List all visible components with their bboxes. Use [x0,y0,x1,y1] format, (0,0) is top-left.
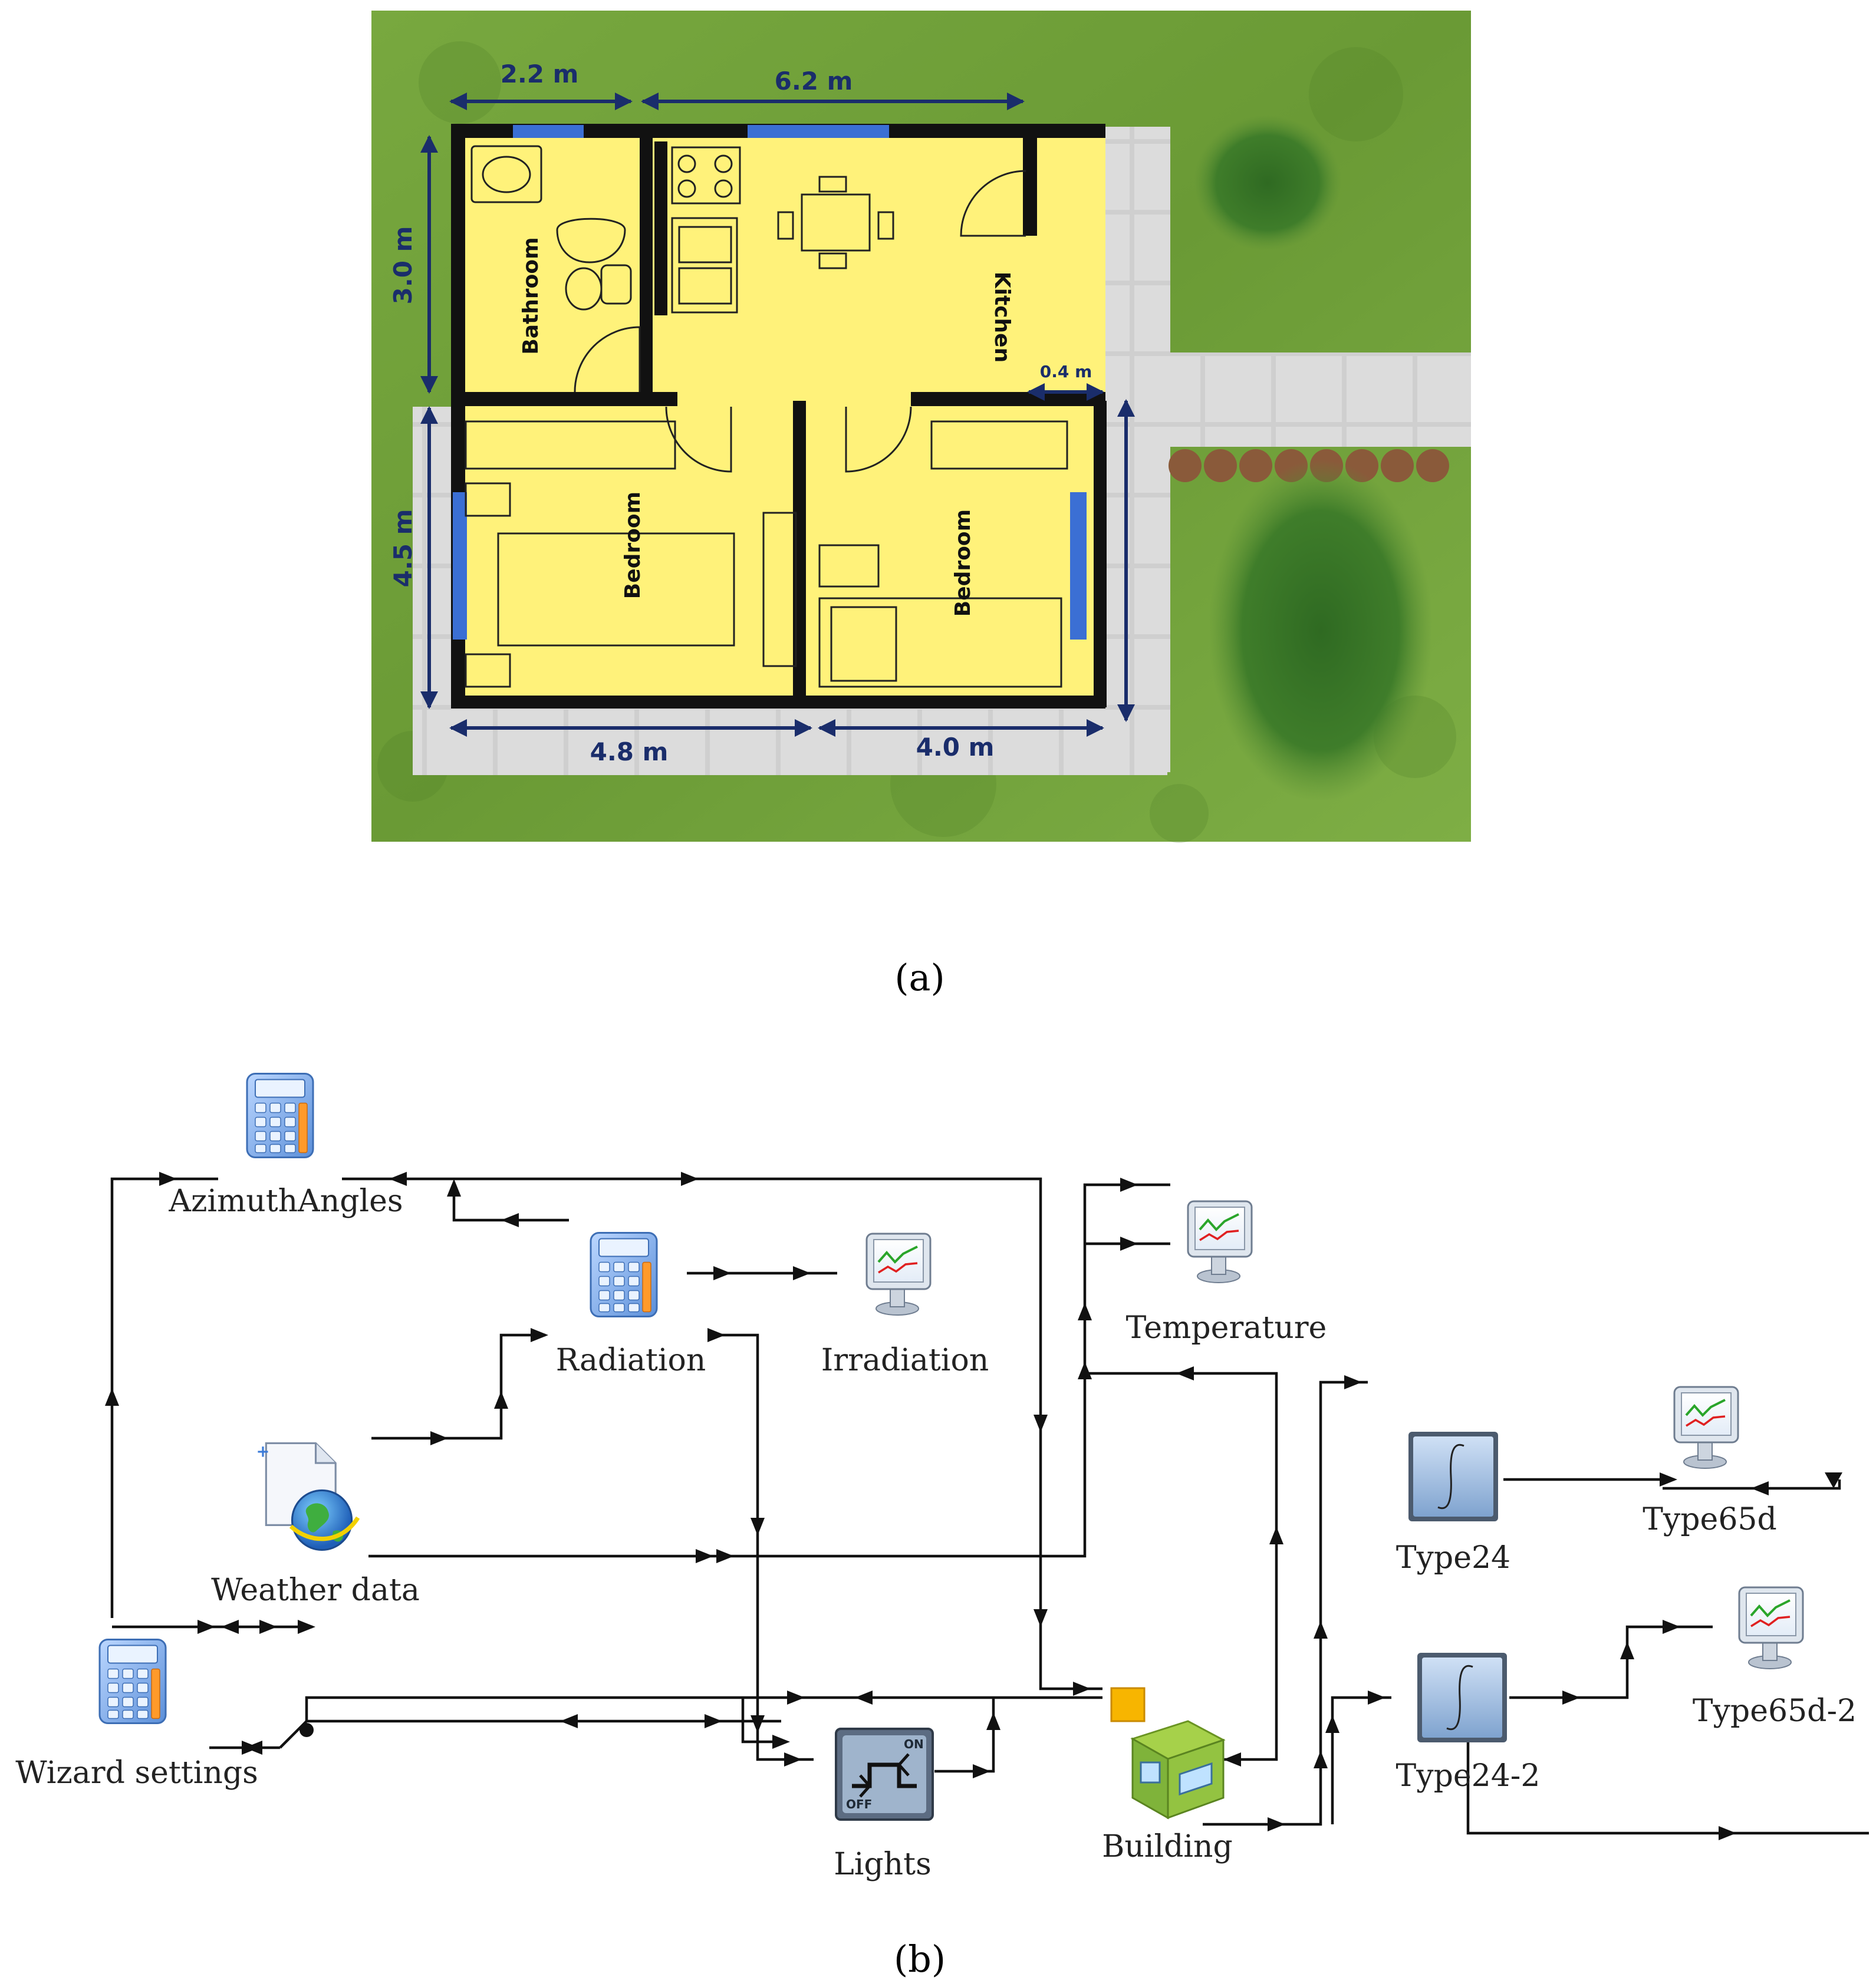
node-label: Type65d [1643,1502,1777,1537]
monitor-chart-icon [1673,1386,1739,1469]
node-irradiation[interactable]: Irradiation [821,1233,989,1378]
node-label: Building [1102,1829,1233,1864]
monitor-chart-icon [1187,1200,1253,1284]
dimension-labels: 2.2 m 6.2 m 3.0 m 4.5 m 4.8 m 4.0 m 0.4 … [389,60,1092,766]
weather-globe-icon [256,1443,358,1550]
caption-b: (b) [894,1937,946,1981]
on-off-switch-icon [836,1729,933,1820]
node-type65d[interactable]: Type65d [1643,1386,1777,1537]
dim-top-right: 6.2 m [775,67,853,95]
calculator-icon [590,1231,658,1318]
calculator-icon [98,1638,167,1725]
room-label-kitchen: Kitchen [990,272,1014,363]
house-walls [451,124,1107,709]
dim-left-upper: 3.0 m [389,226,417,305]
simulation-diagram: AzimuthAngles Radiation Irradiation Temp… [15,1072,1869,1882]
node-label: Temperature [1126,1310,1327,1346]
node-label: AzimuthAngles [168,1184,403,1219]
room-label-bathroom: Bathroom [519,237,543,354]
dim-top-left: 2.2 m [501,60,579,88]
shrub-row [1169,449,1449,482]
dim-bottom-left: 4.8 m [590,737,669,766]
building-cube-icon [1110,1687,1225,1819]
dim-wall-thickness: 0.4 m [1040,362,1092,381]
tree-bottom [1209,460,1433,802]
tree-top [1194,115,1341,251]
node-type24[interactable]: Type24 [1396,1431,1510,1576]
node-wizard-settings[interactable]: Wizard settings [15,1638,258,1791]
node-label: Type24-2 [1396,1758,1541,1794]
node-type65d-2[interactable]: Type65d-2 [1693,1586,1857,1729]
node-label: Radiation [556,1343,706,1378]
monitor-chart-icon [865,1233,932,1316]
node-radiation[interactable]: Radiation [556,1231,706,1379]
dim-bottom-right: 4.0 m [916,733,995,762]
room-label-bedroom-left: Bedroom [621,492,645,599]
node-azimuth-angles[interactable]: AzimuthAngles [168,1072,403,1220]
node-label: Irradiation [821,1343,989,1378]
node-label: Type65d-2 [1693,1693,1857,1729]
connection-wires [110,1177,1869,1835]
integrator-icon [1407,1431,1499,1523]
node-weather-data[interactable]: Weather data [211,1443,420,1608]
dimension-lines [420,93,1135,737]
monitor-chart-icon [1738,1586,1804,1670]
node-label: Type24 [1396,1540,1510,1576]
furniture [465,145,1068,688]
calculator-icon [246,1072,314,1159]
floor-plan-figure: Bathroom Kitchen Bedroom Bedroom 2.2 m 6… [371,11,1471,843]
node-building[interactable]: Building [1102,1687,1233,1864]
integrator-icon [1416,1652,1508,1744]
room-label-bedroom-right: Bedroom [951,509,975,617]
node-label: Weather data [211,1573,420,1608]
node-type24-2[interactable]: Type24-2 [1396,1652,1541,1794]
caption-a: (a) [894,956,944,999]
flow-arrowheads [105,1172,1842,1840]
house-floor [454,127,1105,707]
dim-left-lower: 4.5 m [389,509,417,588]
node-temperature[interactable]: Temperature [1126,1200,1327,1346]
node-label: Wizard settings [15,1755,258,1791]
node-label: Lights [834,1847,932,1882]
windows [453,125,1087,640]
node-lights[interactable]: Lights [834,1729,933,1882]
